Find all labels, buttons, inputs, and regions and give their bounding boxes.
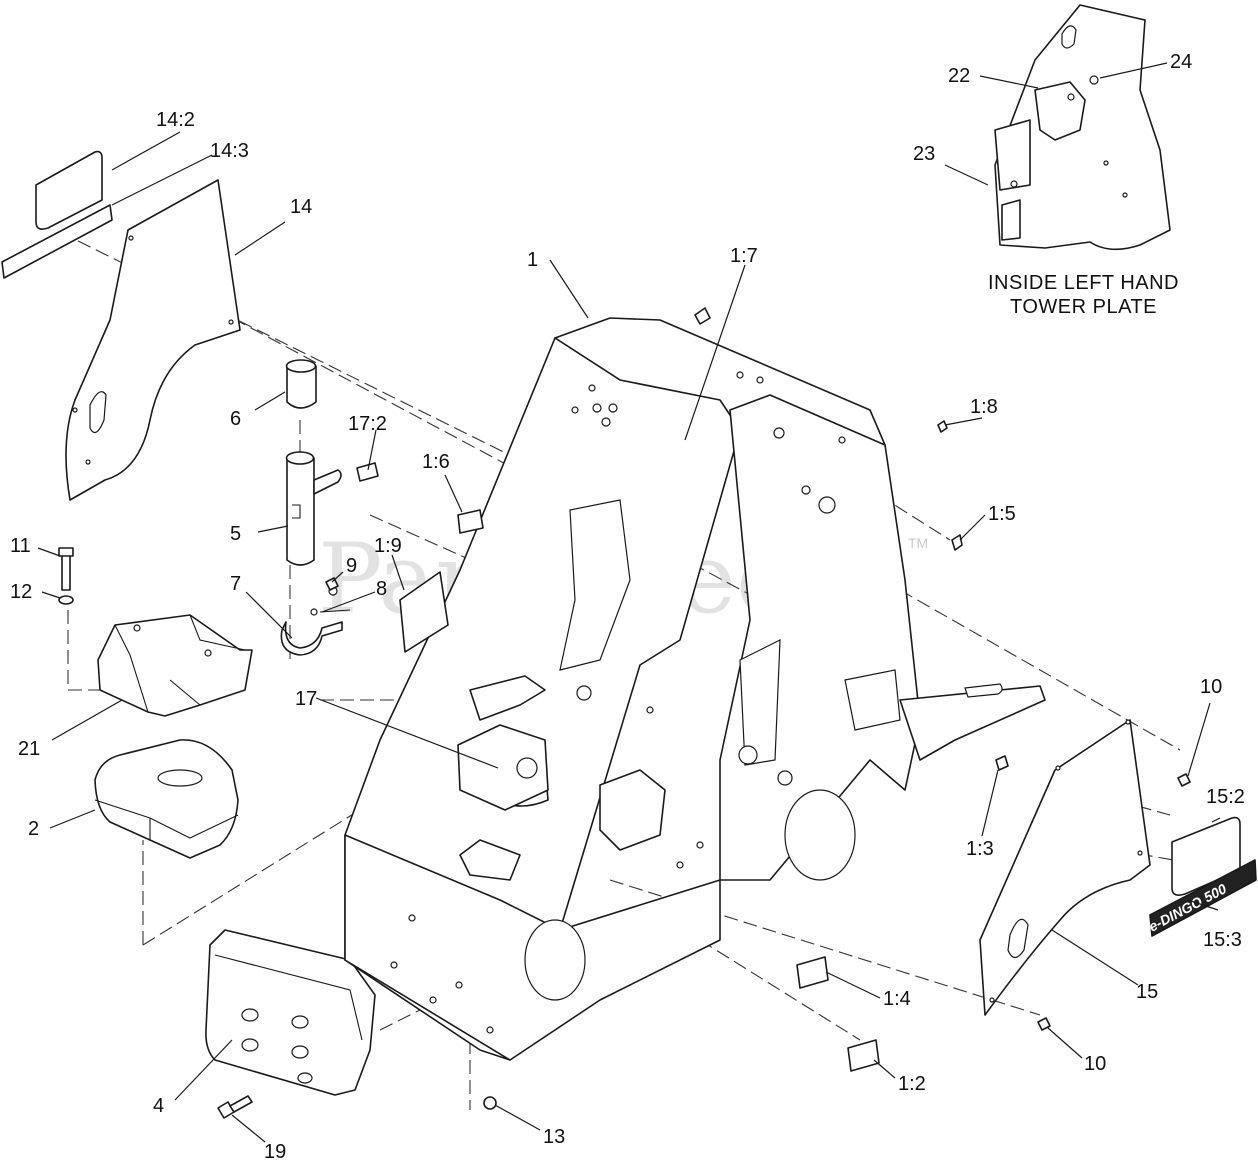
decal-1-3	[995, 755, 1009, 771]
bolt-10-lower	[1037, 1017, 1051, 1031]
decal-1-9	[399, 571, 449, 653]
callout-19: 19	[264, 1141, 286, 1163]
callout-6: 6	[230, 408, 241, 430]
decal-1-8	[937, 420, 948, 433]
main-tower-frame	[344, 317, 1046, 1061]
watermark-trademark: TM	[908, 535, 928, 551]
callout-1-4: 1:4	[883, 988, 911, 1010]
inset-tower-plate	[994, 4, 1171, 251]
callout-5: 5	[230, 523, 241, 545]
callout-1-5: 1:5	[988, 503, 1016, 525]
bolt-9	[325, 577, 339, 591]
nut-13	[483, 1096, 497, 1110]
decal-1-5	[951, 534, 963, 551]
callout-15-3: 15:3	[1203, 929, 1242, 951]
callout-7: 7	[230, 573, 241, 595]
decal-1-4	[796, 956, 829, 989]
callout-9: 9	[346, 555, 357, 577]
callout-14-3: 14:3	[210, 140, 249, 162]
callout-14: 14	[290, 196, 312, 218]
bracket-21	[97, 614, 253, 717]
decal-14-2	[35, 150, 103, 230]
callout-labels: 1 1:7 14:2 14:3 14 6 17:2 1:6 1:9 5 7 9 …	[10, 51, 1245, 1163]
callout-17: 17	[295, 688, 317, 710]
left-side-shield	[65, 179, 241, 501]
pivot-sleeve	[285, 359, 317, 409]
callout-13: 13	[543, 1126, 565, 1148]
callout-1-6: 1:6	[422, 451, 450, 473]
callout-15-2: 15:2	[1206, 786, 1245, 808]
decal-strip-14-3	[1, 204, 113, 279]
inset-caption-line2: TOWER PLATE	[1010, 296, 1157, 318]
callout-22: 22	[948, 65, 970, 87]
tank-17	[457, 724, 549, 811]
decal-1-2	[847, 1039, 880, 1072]
pin-8	[310, 608, 318, 616]
callout-10-upper: 10	[1200, 676, 1222, 698]
callout-17-2: 17:2	[348, 413, 387, 435]
mounting-post	[285, 451, 342, 566]
callout-8: 8	[376, 578, 387, 600]
callout-14-2: 14:2	[156, 109, 195, 131]
callout-12: 12	[10, 581, 32, 603]
counterweight-block	[94, 739, 239, 859]
bolt-10-upper	[1177, 773, 1191, 787]
bolt-and-washer	[58, 547, 74, 605]
callout-11: 11	[10, 535, 31, 557]
callout-23: 23	[913, 143, 935, 165]
decal-17-2	[356, 462, 379, 482]
callout-1-8: 1:8	[970, 396, 998, 418]
callout-1-3: 1:3	[966, 838, 994, 860]
callout-1-7: 1:7	[730, 245, 758, 267]
callout-24: 24	[1170, 51, 1192, 73]
callout-2: 2	[28, 818, 39, 840]
callout-4: 4	[153, 1095, 164, 1117]
leader-lines	[37, 62, 1221, 1143]
callout-1: 1	[527, 249, 538, 271]
bolt-19	[217, 1095, 253, 1119]
right-side-shield	[979, 719, 1151, 1016]
callout-21: 21	[18, 738, 40, 760]
callout-1-2: 1:2	[898, 1073, 926, 1095]
decal-1-7	[694, 307, 711, 325]
callout-10-lower: 10	[1084, 1053, 1106, 1075]
decal-1-6	[457, 509, 484, 534]
callout-15: 15	[1136, 981, 1158, 1003]
callout-1-9: 1:9	[374, 535, 402, 557]
inset-caption-line1: INSIDE LEFT HAND	[988, 272, 1179, 294]
front-weight	[205, 929, 376, 1096]
